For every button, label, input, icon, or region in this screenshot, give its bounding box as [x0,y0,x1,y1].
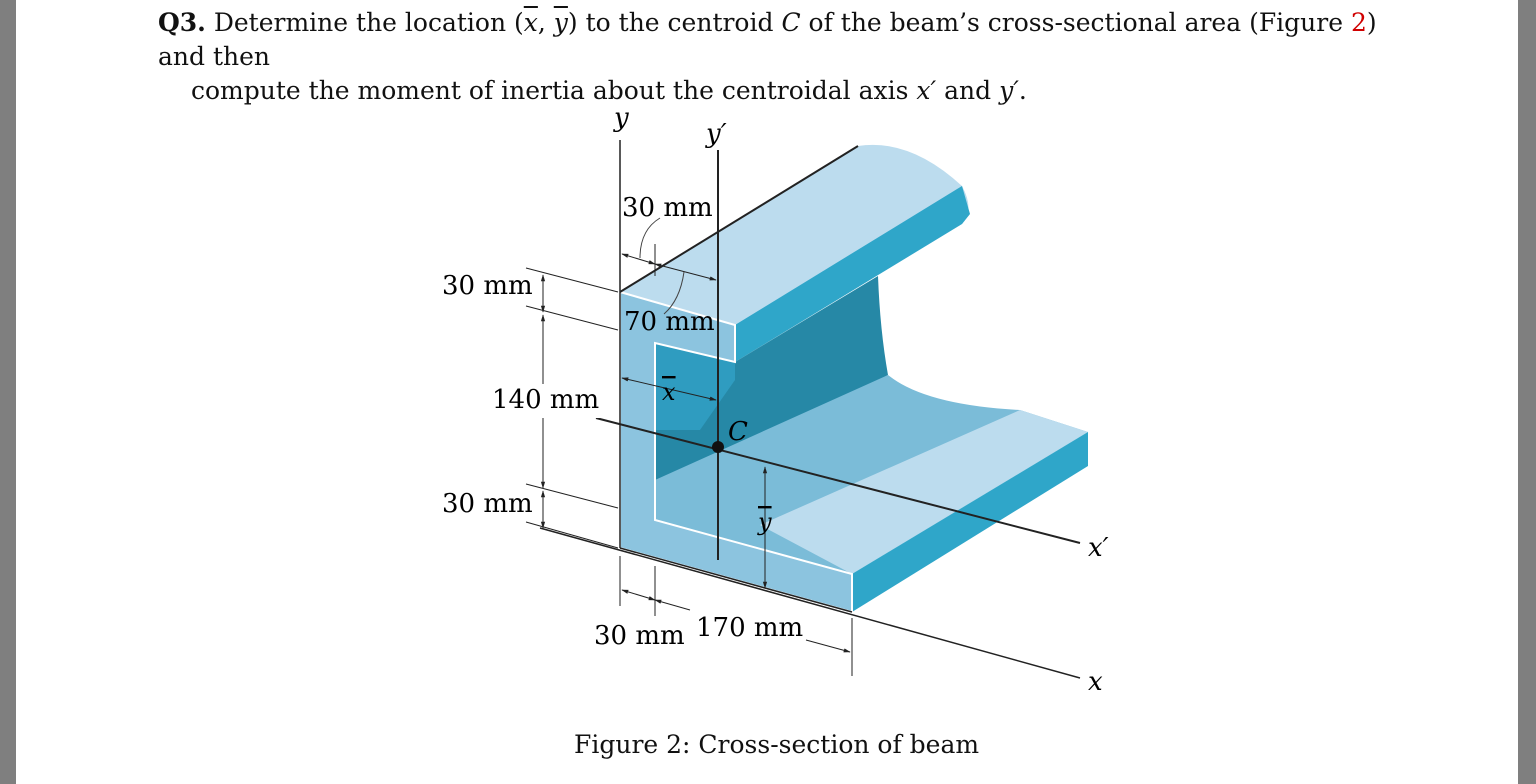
ybar-symbol: y [553,8,568,37]
figure-caption: Figure 2: Cross-section of beam [574,730,980,759]
xbar-label: x [662,378,676,406]
x-prime-axis-label: x′ [1088,533,1109,563]
question-text-part: and [936,76,1000,105]
question-text-part: of the beam’s cross-sectional area (Figu… [800,8,1351,37]
question-text-part: Determine the location ( [213,8,524,37]
xprime-symbol: x′ [916,76,937,105]
centroid-symbol: C [781,8,801,37]
x-axis-line [539,527,1081,679]
figure-reference-link[interactable]: 2 [1350,8,1367,37]
dim-top-30-label: 30 mm [622,193,713,223]
edge-line [619,547,853,613]
dim-170-line-b [805,639,851,653]
extension-line [525,267,619,293]
dim-170-label: 170 mm [696,613,803,643]
dim-bottom-30-line [621,589,656,601]
question-number: Q3. [158,8,206,37]
question-line-1: Q3. Determine the location (x, y) to the… [158,6,1408,74]
ybar-label: y [757,508,772,536]
xbar-dimension [621,377,717,401]
top-flange-side-face [735,186,970,362]
y-axis-label: y [613,103,629,133]
extension-line [525,521,619,549]
extension-line [525,305,619,331]
dim-170-line-a [654,599,691,611]
bottom-flange-side-face [852,432,1088,612]
dim-30-bottom-label: 30 mm [442,489,533,519]
extension-line [525,483,619,509]
question-text-part: , [537,8,554,37]
question-line-2: compute the moment of inertia about the … [158,74,1408,108]
leader-line [663,271,685,315]
question-text-part: compute the moment of inertia about the … [191,76,917,105]
question-text: Q3. Determine the location (x, y) to the… [158,6,1408,108]
y-prime-axis-label: y′ [705,119,727,149]
xbar-symbol: x [523,8,538,37]
x-prime-axis-line [595,417,1081,544]
bottom-flange-top-light [760,410,1088,574]
web-inner-face [655,276,888,480]
question-text-part: ) and then [158,8,1377,71]
yprime-symbol: y′ [999,76,1019,105]
x-axis-label: x [1088,667,1103,697]
dim-bottom-30-label: 30 mm [594,621,685,651]
question-text-part: . [1018,76,1027,105]
dim-70-line [654,263,717,281]
question-text-part: ) to the centroid [567,8,782,37]
leader-line [639,217,661,259]
dim-top-30-line [621,253,656,265]
centroid-point [712,441,724,453]
dim-30-top-label: 30 mm [442,271,533,301]
dim-70-label: 70 mm [624,307,715,337]
centroid-label: C [728,417,748,447]
dim-140-gap [530,384,600,418]
dim-140-label: 140 mm [492,385,599,415]
